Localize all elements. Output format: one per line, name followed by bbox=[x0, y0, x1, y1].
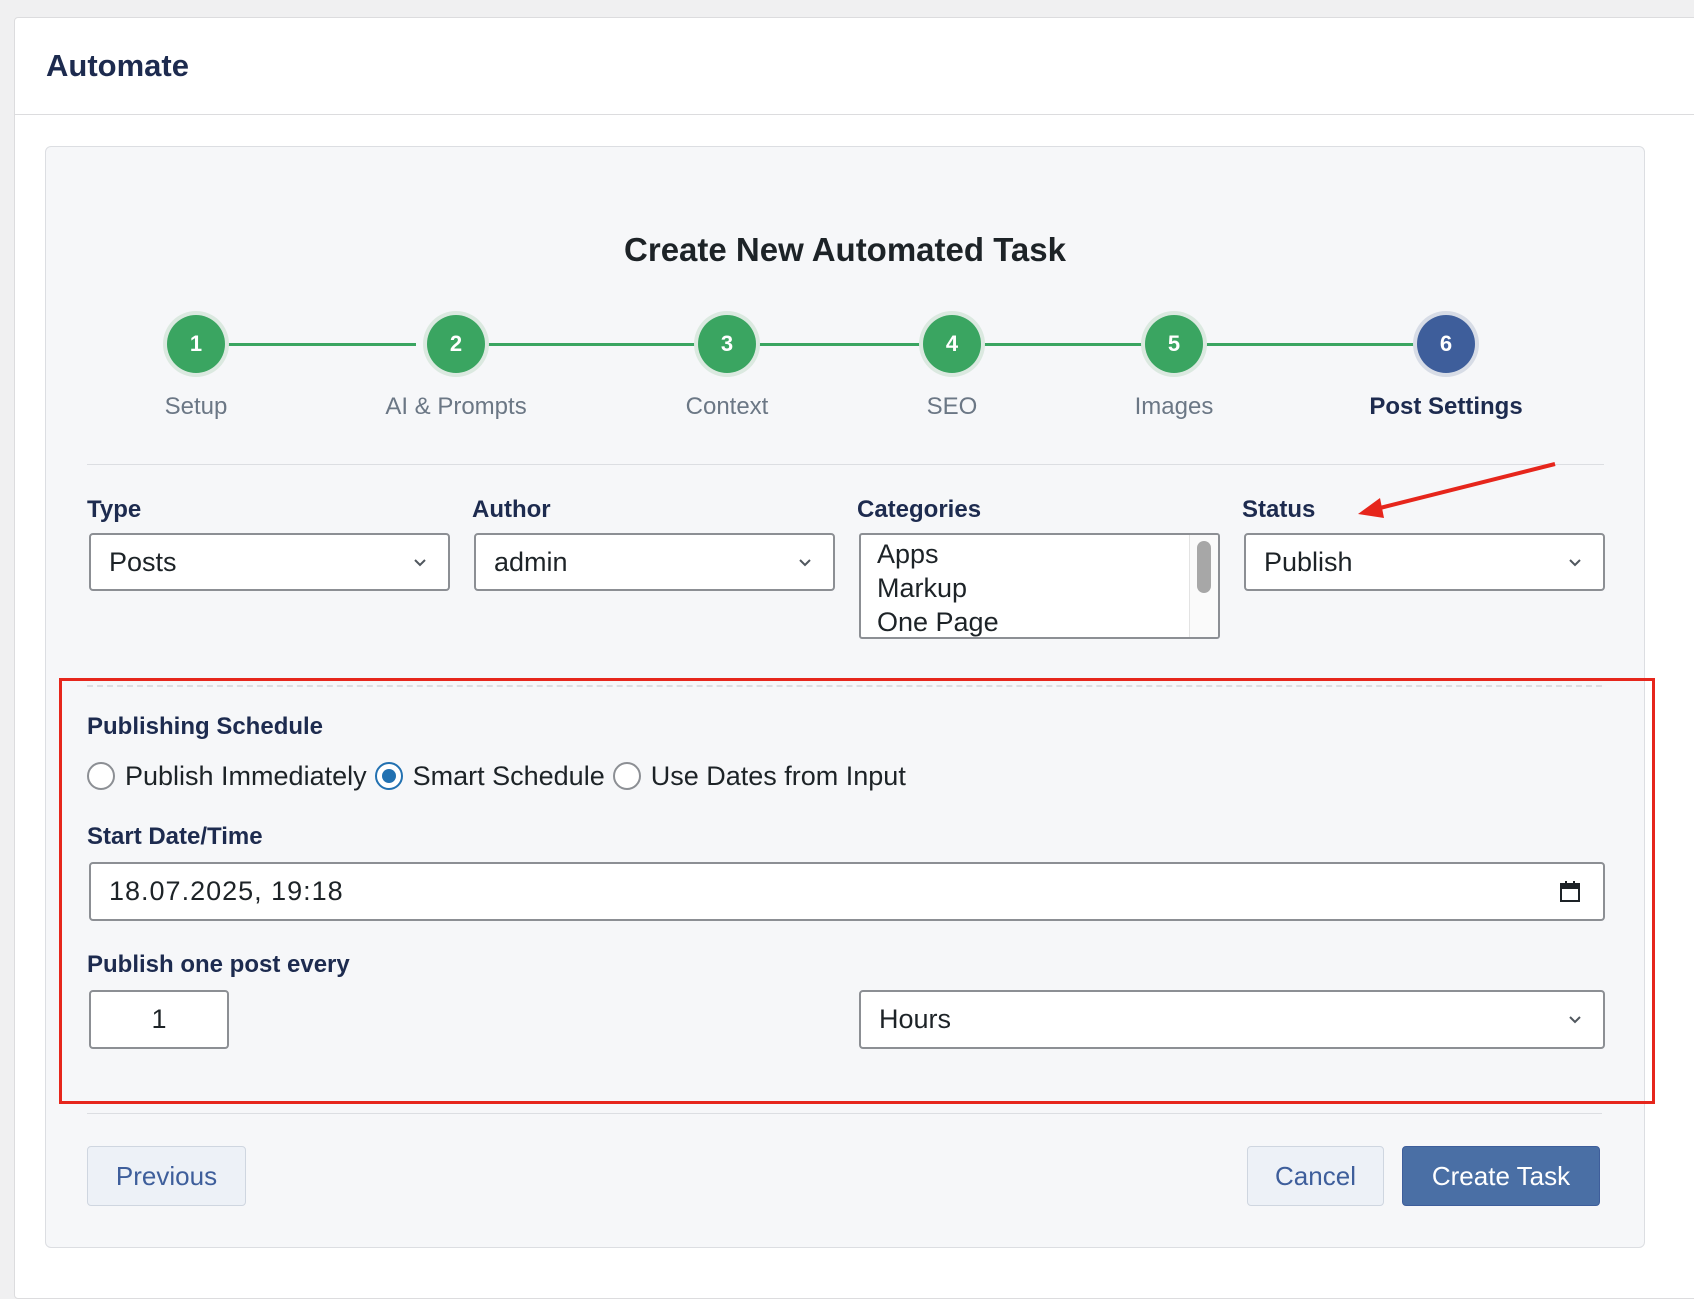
author-select[interactable]: admin bbox=[474, 533, 835, 591]
interval-unit-select[interactable]: Hours bbox=[859, 990, 1605, 1049]
scrollbar-thumb[interactable] bbox=[1197, 541, 1211, 593]
step-3-label: Context bbox=[685, 393, 769, 420]
radio-use-dates-from-input[interactable]: Use Dates from Input bbox=[612, 760, 906, 792]
status-select[interactable]: Publish bbox=[1244, 533, 1605, 591]
schedule-radio-group: Publish Immediately Smart Schedule Use D… bbox=[87, 758, 914, 794]
create-task-button[interactable]: Create Task bbox=[1402, 1146, 1600, 1206]
radio-circle[interactable] bbox=[87, 762, 115, 790]
type-select-value: Posts bbox=[109, 546, 177, 577]
interval-unit-value: Hours bbox=[879, 1004, 952, 1034]
interval-number-value: 1 bbox=[151, 1004, 167, 1034]
type-select[interactable]: Posts bbox=[89, 533, 450, 591]
radio-smart-schedule[interactable]: Smart Schedule bbox=[374, 760, 605, 792]
chevron-down-icon bbox=[1569, 1016, 1581, 1024]
interval-number-input[interactable]: 1 bbox=[89, 990, 229, 1049]
status-select-value: Publish bbox=[1264, 546, 1353, 577]
radio-label: Publish Immediately bbox=[125, 760, 367, 791]
step-connector bbox=[976, 343, 1146, 346]
status-label: Status bbox=[1242, 496, 1316, 523]
radio-label: Smart Schedule bbox=[412, 760, 605, 791]
step-3-circle[interactable]: 3 bbox=[698, 315, 756, 373]
step-5-label: Images bbox=[1134, 393, 1214, 420]
author-label: Author bbox=[472, 496, 551, 523]
step-connector bbox=[746, 343, 926, 346]
listbox-scrollbar[interactable] bbox=[1189, 535, 1218, 637]
start-datetime-label: Start Date/Time bbox=[87, 823, 263, 850]
type-label: Type bbox=[87, 496, 142, 523]
footer-divider bbox=[87, 1113, 1602, 1114]
radio-circle[interactable] bbox=[612, 762, 641, 790]
publishing-schedule-title: Publishing Schedule bbox=[87, 713, 324, 740]
task-wizard-card: Create New Automated Task 1 2 3 4 5 6 Se… bbox=[45, 146, 1645, 1248]
categories-listbox[interactable]: Apps Markup One Page bbox=[859, 533, 1220, 639]
category-option[interactable]: Markup bbox=[877, 573, 968, 603]
start-datetime-value: 18.07.2025, 19:18 bbox=[109, 876, 344, 906]
categories-label: Categories bbox=[857, 496, 982, 523]
step-5-circle[interactable]: 5 bbox=[1145, 315, 1203, 373]
step-2-label: AI & Prompts bbox=[385, 393, 527, 420]
step-2-circle[interactable]: 2 bbox=[427, 315, 485, 373]
chevron-down-icon bbox=[1569, 559, 1581, 567]
start-datetime-input[interactable]: 18.07.2025, 19:18 bbox=[89, 862, 1605, 921]
step-connector bbox=[466, 343, 696, 346]
interval-label: Publish one post every bbox=[87, 951, 350, 978]
radio-label: Use Dates from Input bbox=[650, 760, 906, 791]
step-1-circle[interactable]: 1 bbox=[167, 315, 225, 373]
step-6-label: Post Settings bbox=[1369, 393, 1523, 420]
cancel-button[interactable]: Cancel bbox=[1247, 1146, 1384, 1206]
chevron-down-icon bbox=[799, 559, 811, 567]
author-select-value: admin bbox=[494, 546, 568, 577]
app-title: Automate bbox=[46, 48, 189, 83]
stepper-divider bbox=[87, 464, 1604, 465]
stepper: 1 2 3 4 5 6 Setup AI & Prompts Context S… bbox=[46, 147, 1644, 447]
step-6-circle[interactable]: 6 bbox=[1417, 315, 1475, 373]
step-connector bbox=[1196, 343, 1436, 346]
step-4-circle[interactable]: 4 bbox=[923, 315, 981, 373]
previous-button[interactable]: Previous bbox=[87, 1146, 246, 1206]
annotation-arrow-icon bbox=[1358, 462, 1556, 518]
radio-publish-immediately[interactable]: Publish Immediately bbox=[87, 761, 367, 792]
annotation-highlight-box bbox=[59, 678, 1655, 1104]
category-option[interactable]: Apps bbox=[877, 539, 939, 569]
section-divider bbox=[87, 685, 1602, 687]
app-header: Automate bbox=[15, 18, 1694, 115]
wizard-title: Create New Automated Task bbox=[624, 231, 1066, 268]
step-4-label: SEO bbox=[926, 393, 978, 420]
calendar-icon[interactable] bbox=[1559, 880, 1581, 904]
chevron-down-icon bbox=[414, 559, 426, 567]
category-option[interactable]: One Page bbox=[877, 607, 999, 637]
step-1-label: Setup bbox=[164, 393, 228, 420]
radio-circle-checked[interactable] bbox=[374, 762, 403, 790]
step-connector bbox=[196, 343, 416, 346]
